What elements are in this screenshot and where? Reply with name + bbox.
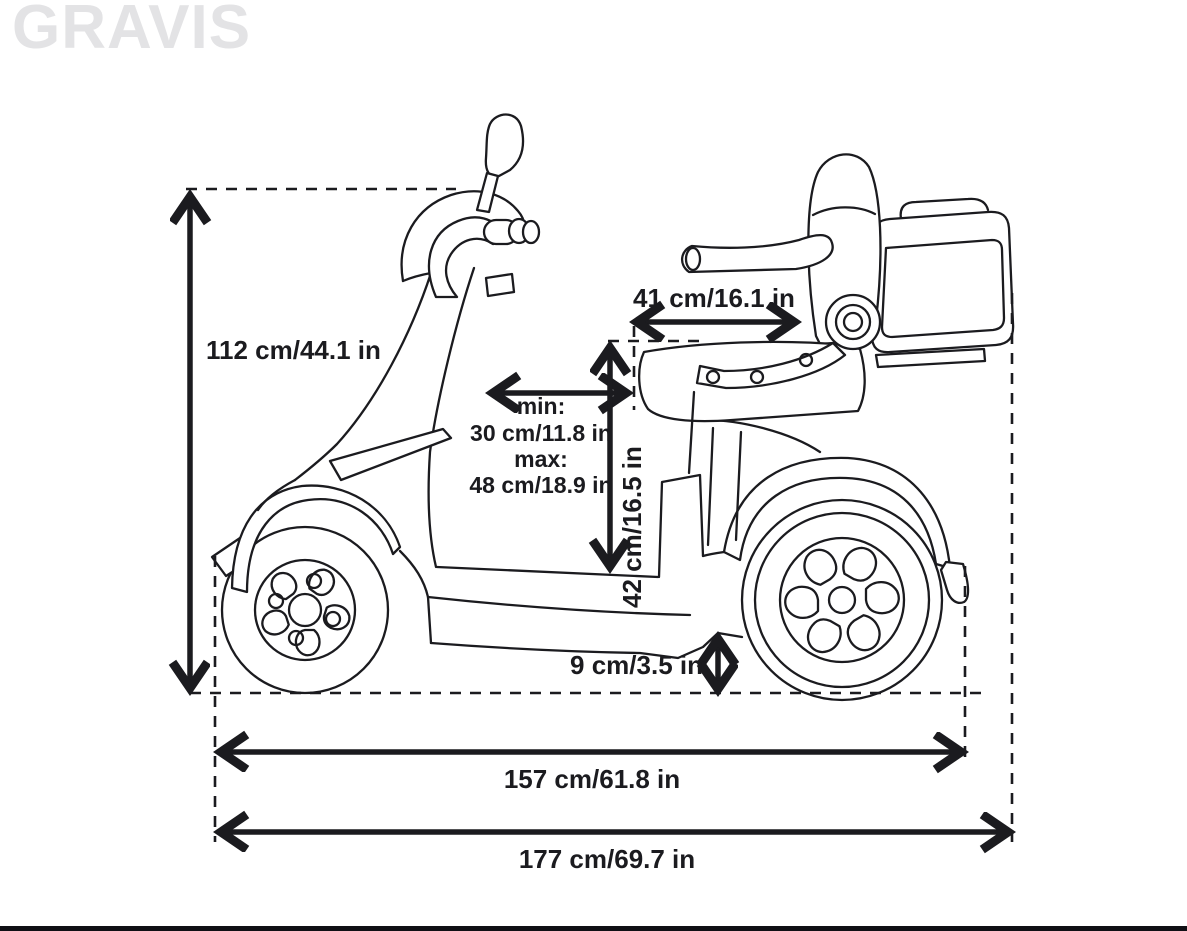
length-157-label: 157 cm/61.8 in — [504, 764, 680, 794]
rear-body-seam-2 — [734, 430, 743, 542]
dimension-annotations: 112 cm/44.1 in 41 cm/16.1 in min: 30 cm/… — [186, 187, 1012, 874]
dimension-seat-height: 42 cm/16.5 in — [610, 348, 647, 608]
spoke-slot — [842, 546, 878, 582]
spoke-slot — [806, 618, 842, 654]
lug-hole — [287, 629, 305, 647]
headrest-seam — [811, 206, 877, 217]
cowl-detail-panel — [484, 272, 516, 298]
spoke-slot — [270, 571, 298, 601]
column-trim-strip — [328, 427, 453, 482]
rear-tire-inner — [753, 511, 931, 689]
legroom-label-min-value: 30 cm/11.8 in — [470, 420, 612, 446]
rear-basket — [870, 197, 1015, 369]
lug-hole — [305, 572, 323, 590]
dimension-legroom: min: 30 cm/11.8 in max: 48 cm/18.9 in — [469, 393, 626, 498]
armrest-end-cap — [684, 246, 702, 272]
bracket-hole — [798, 352, 814, 368]
front-wheel — [220, 525, 390, 695]
side-skirt-front — [426, 595, 433, 645]
legroom-label-max: max: — [514, 446, 568, 472]
bracket-hole — [705, 369, 721, 385]
legshield-lower-edge — [256, 478, 297, 512]
handlebar-cowl-edge — [401, 271, 433, 283]
rear-wheel — [740, 498, 944, 702]
rear-wheel-spokes — [784, 546, 900, 654]
mirror-stalk — [475, 171, 500, 214]
floor-deck — [435, 565, 660, 579]
dimension-seat-width: 41 cm/16.1 in — [633, 283, 795, 322]
deck-front-edge — [398, 549, 430, 599]
brand-logo: GRAVIS — [12, 0, 252, 62]
height-label: 112 cm/44.1 in — [206, 335, 381, 365]
basket-inner-panel — [880, 238, 1006, 339]
underbody-edge — [429, 631, 744, 660]
side-skirt-top — [426, 595, 692, 617]
seat-pedestal — [657, 473, 705, 579]
rear-body-top — [704, 418, 822, 454]
grip-end-cap-outer — [521, 219, 541, 245]
spoke-slot — [322, 604, 351, 631]
scooter-drawing — [210, 113, 1015, 702]
dimension-overall-height: 112 cm/44.1 in — [190, 197, 381, 688]
basket-handle — [899, 197, 990, 221]
spoke-slot — [846, 614, 881, 652]
seat-assembly — [638, 153, 882, 475]
lug-hole — [324, 610, 342, 628]
seat-height-label: 42 cm/16.5 in — [617, 446, 647, 608]
legroom-label-max-value: 48 cm/18.9 in — [469, 472, 612, 498]
steering-column-rear-edge — [427, 266, 476, 569]
armrest — [681, 233, 834, 274]
spoke-slot — [261, 609, 290, 636]
dimension-length-without-basket: 157 cm/61.8 in — [221, 752, 961, 794]
bottom-divider — [0, 926, 1187, 931]
mirror-head — [484, 113, 525, 178]
rear-body-seam — [706, 426, 715, 547]
steering-column-front-edge — [293, 271, 433, 482]
rear-body-lower — [701, 550, 726, 558]
basket-base-shelf — [874, 347, 987, 369]
spoke-slot — [784, 585, 820, 620]
spoke-slot — [864, 580, 900, 615]
dimension-overall-length: 177 cm/69.7 in — [221, 832, 1008, 874]
length-177-label: 177 cm/69.7 in — [519, 844, 695, 874]
seat-support-post — [687, 390, 696, 475]
dimension-ground-clearance: 9 cm/3.5 in — [570, 639, 718, 689]
legroom-label-min: min: — [517, 393, 566, 419]
ground-clearance-label: 9 cm/3.5 in — [570, 650, 703, 680]
bracket-hole — [749, 369, 765, 385]
lug-hole — [267, 592, 285, 610]
seat-bracket-arm — [695, 341, 847, 390]
front-hub — [287, 592, 323, 628]
seat-width-label: 41 cm/16.1 in — [633, 283, 795, 313]
spoke-slot — [803, 548, 838, 586]
rear-hub — [827, 585, 857, 615]
seat-pivot-inner — [842, 311, 864, 333]
